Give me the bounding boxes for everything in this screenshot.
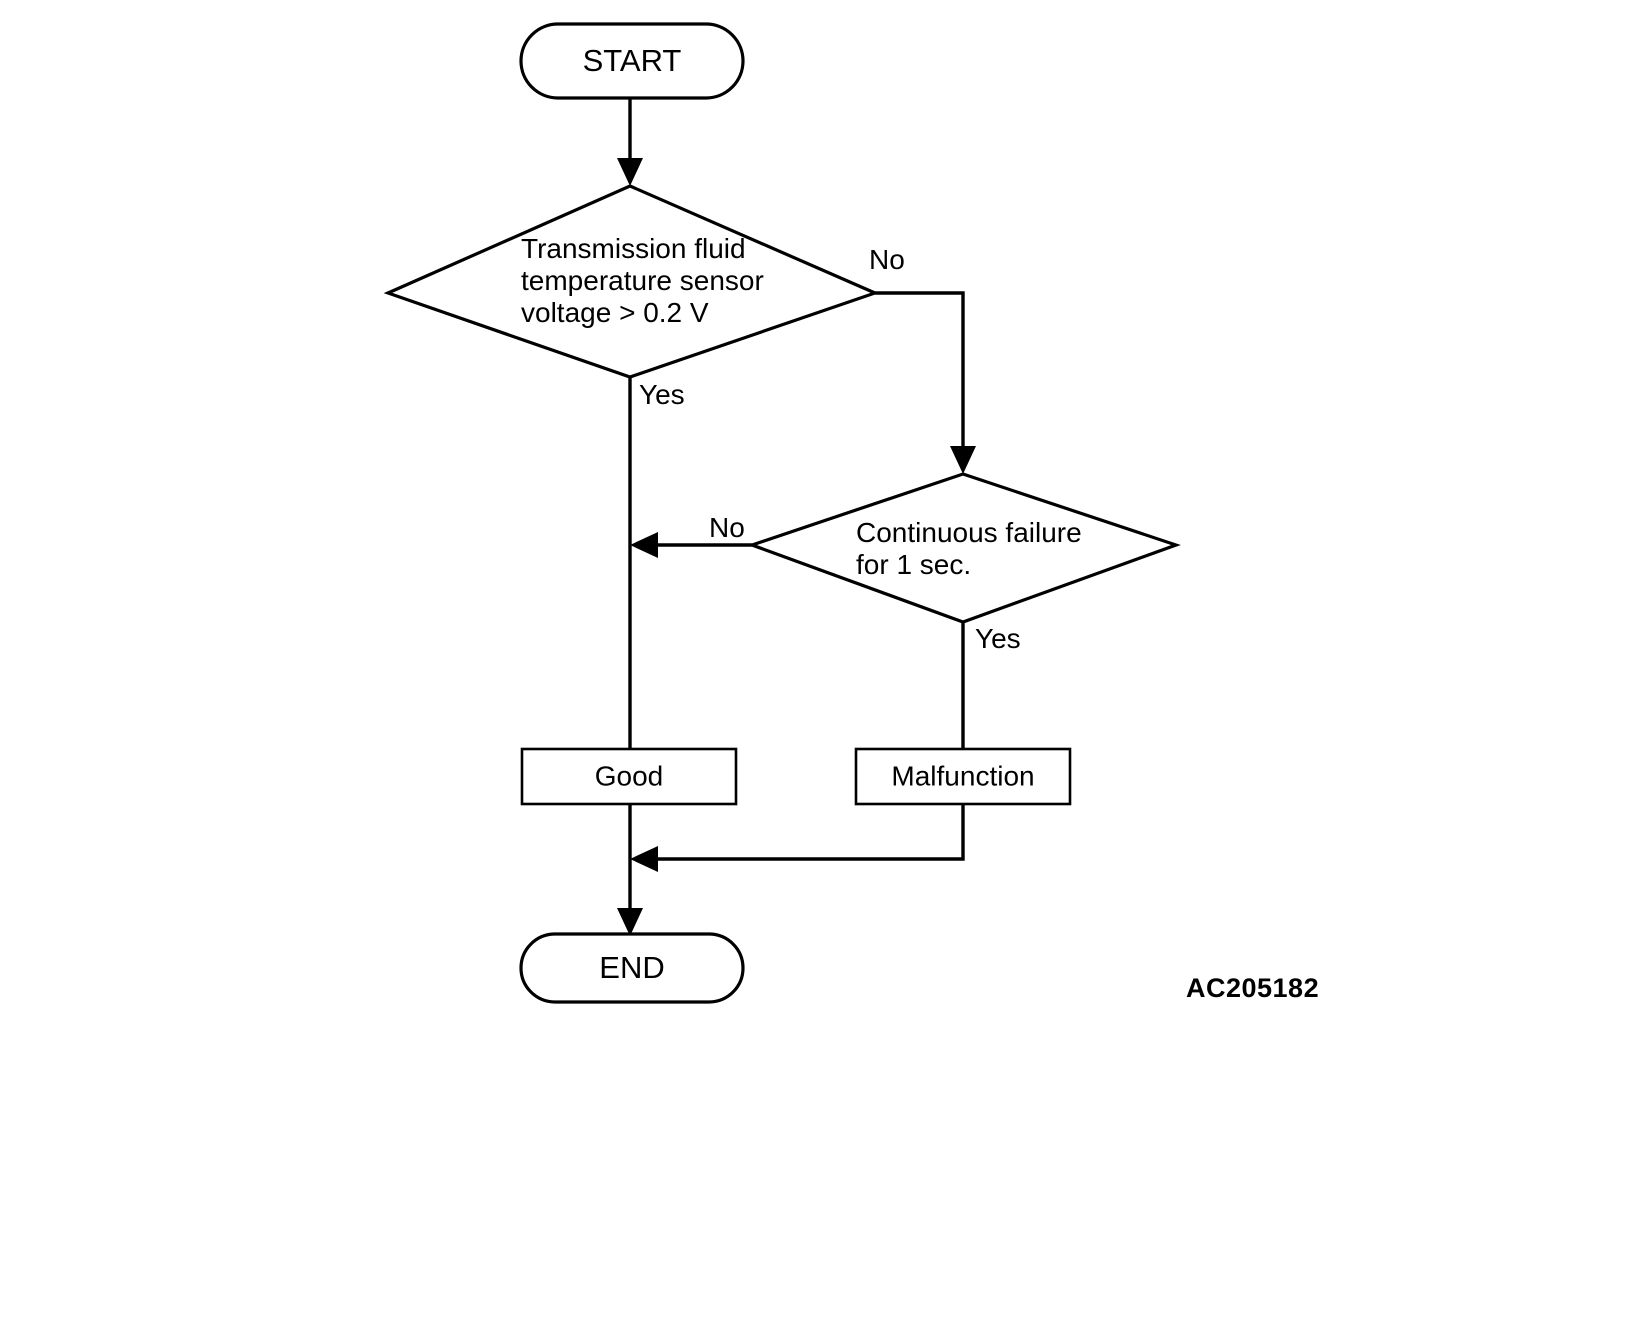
node-malfunction[interactable]: Malfunction — [854, 747, 1072, 806]
node-decision-continuous-failure[interactable]: Continuous failure for 1 sec. — [747, 472, 1181, 624]
decision2-diamond — [747, 472, 1181, 624]
good-box — [520, 747, 738, 806]
decision2-line-1: Continuous failure — [856, 517, 1082, 548]
decision1-line-2: temperature sensor — [521, 265, 764, 296]
decision1-line-3: voltage > 0.2 V — [521, 297, 709, 328]
decision2-line-2: for 1 sec. — [856, 549, 971, 580]
start-label: START — [583, 43, 682, 78]
end-capsule — [519, 932, 745, 1004]
decision2-no-label: No — [709, 512, 745, 543]
malfunction-label: Malfunction — [891, 760, 1034, 791]
node-good[interactable]: Good — [520, 747, 738, 806]
connector-malfunction-to-merge — [630, 804, 965, 872]
arrowhead-left-icon — [630, 846, 658, 872]
arrowhead-left-icon — [630, 532, 658, 558]
node-start[interactable]: START — [519, 22, 745, 100]
connector-decision2-no: No — [630, 512, 752, 558]
good-label: Good — [595, 760, 664, 791]
arrowhead-down-icon — [617, 158, 643, 186]
figure-code-label: AC205182 — [1186, 973, 1319, 1003]
start-capsule — [519, 22, 745, 100]
decision1-no-label: No — [869, 244, 905, 275]
connector-start-to-decision1 — [617, 98, 643, 186]
connector-decision1-yes: Yes — [617, 377, 685, 788]
end-label: END — [599, 950, 664, 985]
connector-decision1-no: No — [869, 244, 976, 474]
node-decision-sensor-voltage[interactable]: Transmission fluid temperature sensor vo… — [383, 184, 880, 379]
arrowhead-down-icon — [950, 446, 976, 474]
decision1-yes-label: Yes — [639, 379, 685, 410]
arrowhead-down-icon — [617, 908, 643, 936]
malfunction-box — [854, 747, 1072, 806]
decision1-line-1: Transmission fluid — [521, 233, 746, 264]
node-end[interactable]: END — [519, 932, 745, 1004]
connector-good-to-end — [617, 804, 643, 936]
decision2-yes-label: Yes — [975, 623, 1021, 654]
